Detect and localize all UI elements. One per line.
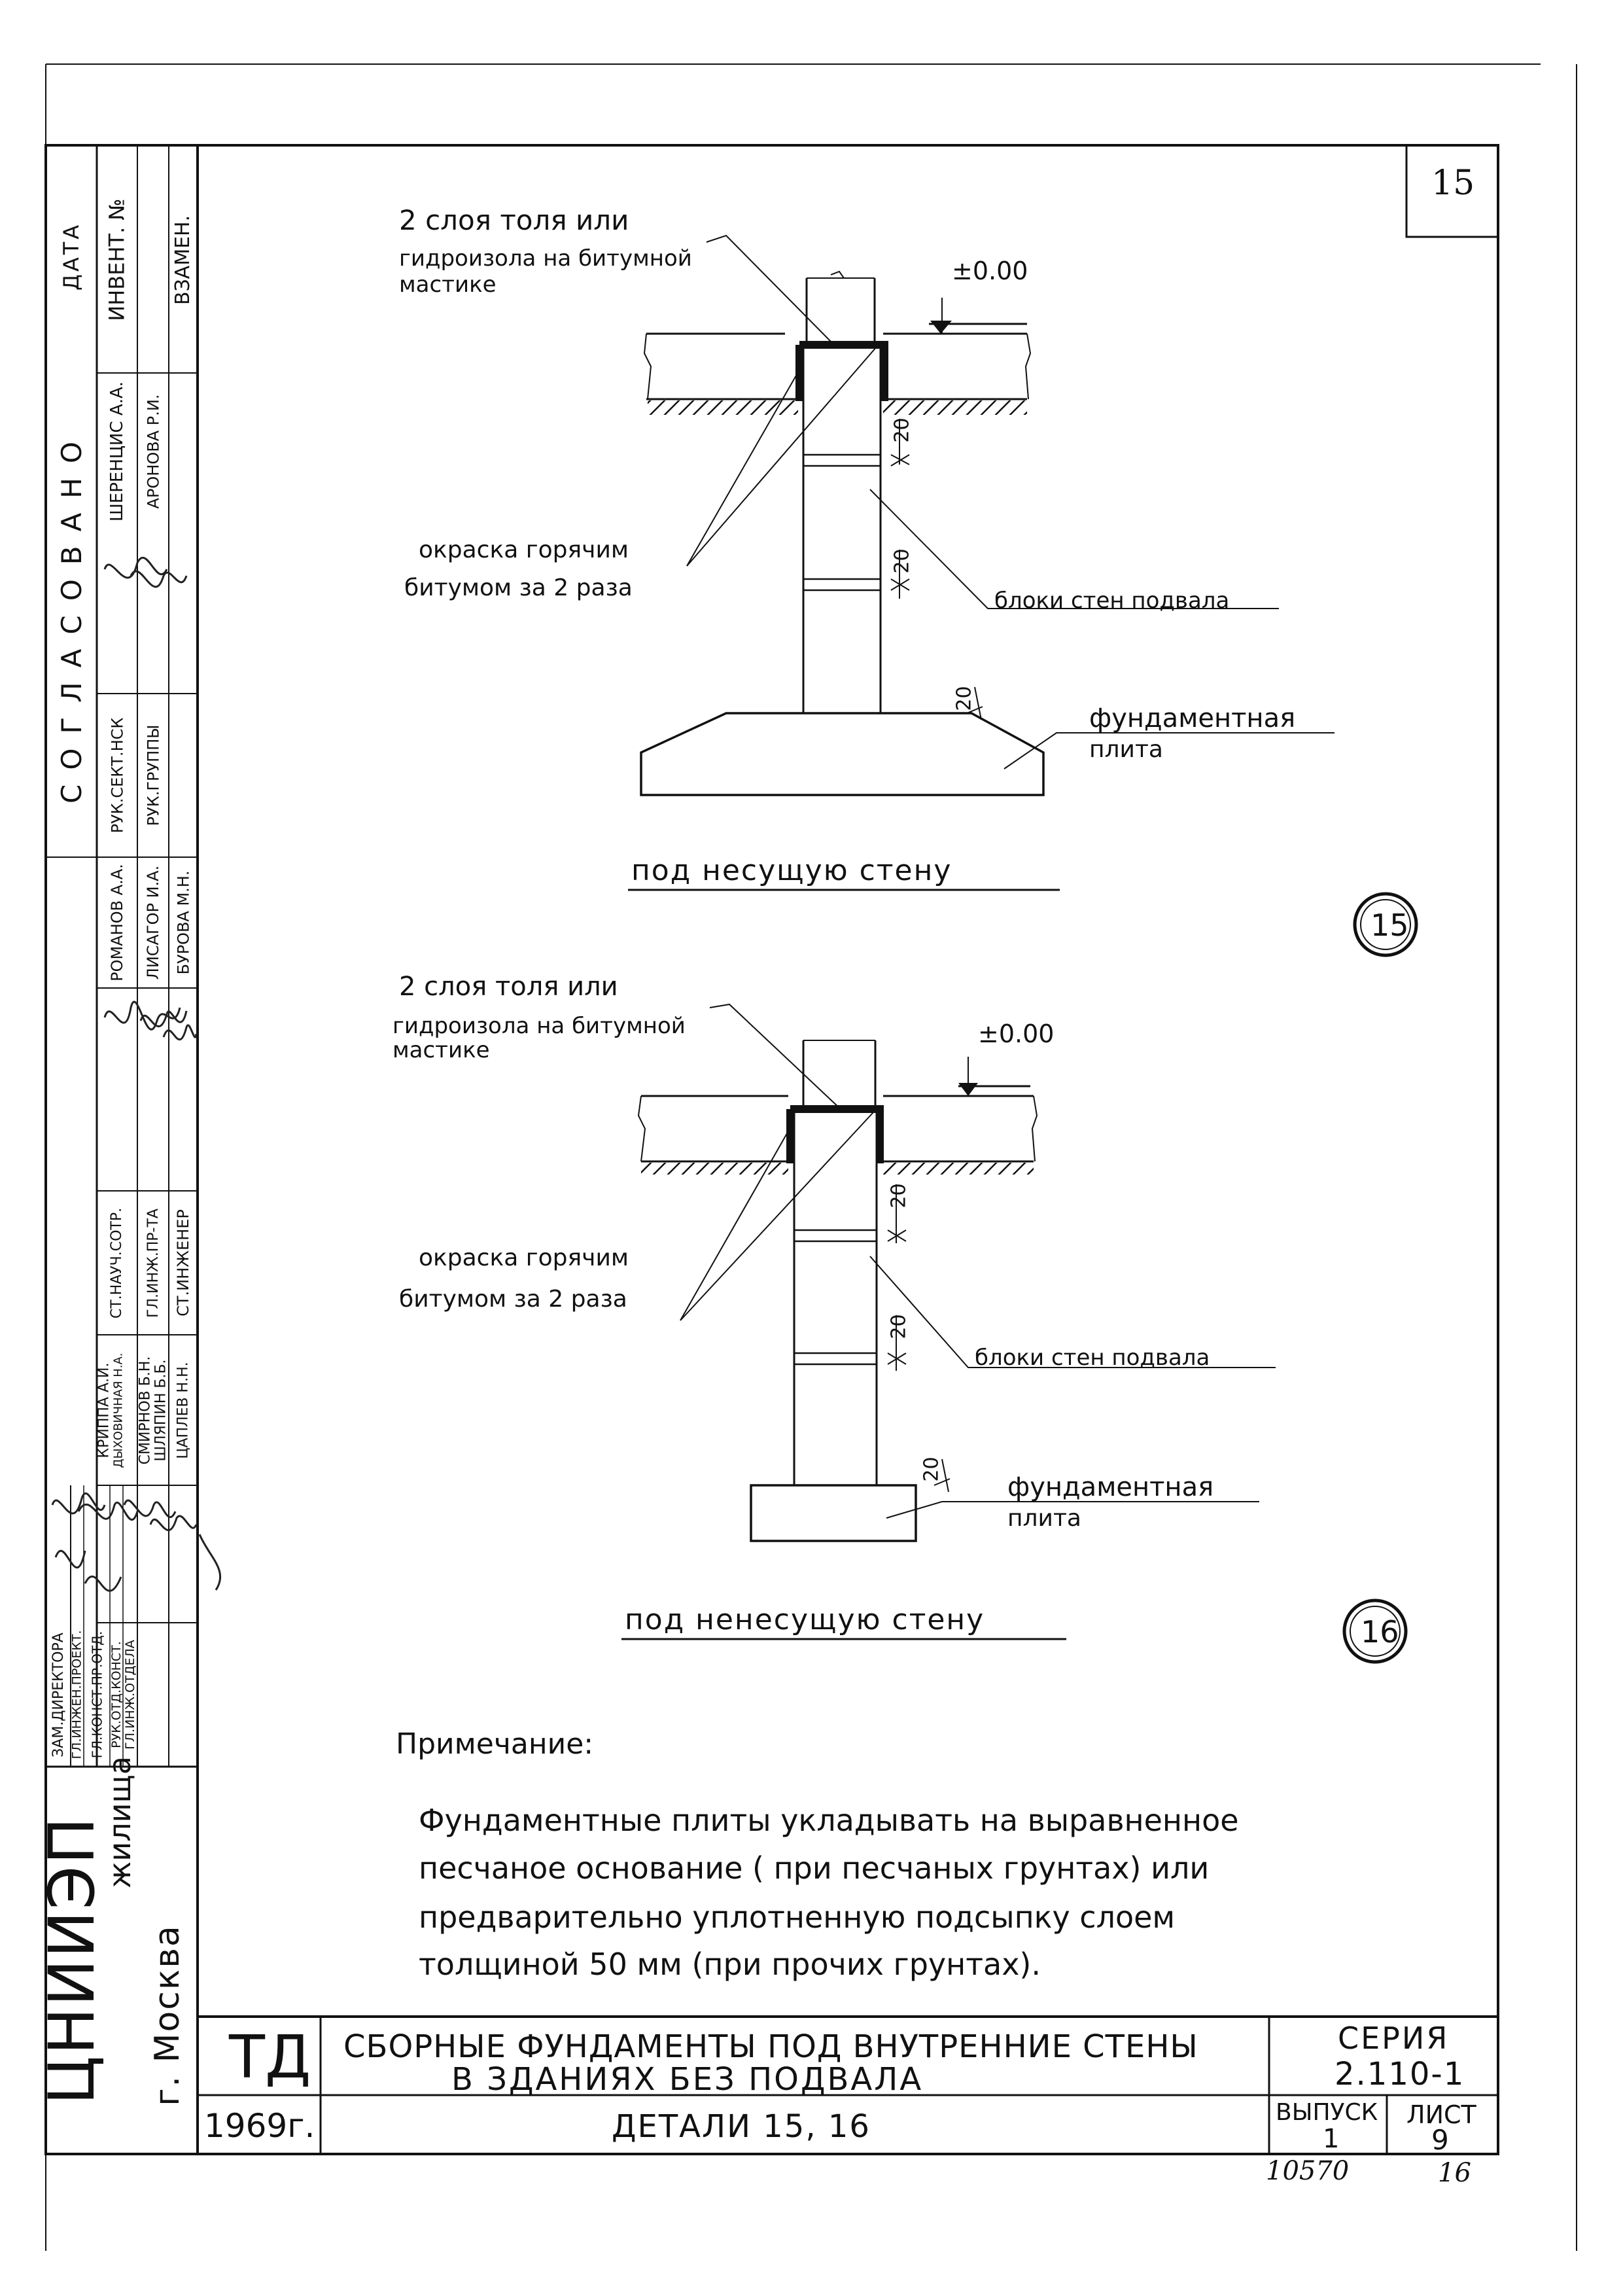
org-suffix-col: жилища	[97, 1756, 143, 1888]
position-2-row-2: ГЛ.ИНЖ.ПР-ТА	[145, 1208, 162, 1318]
issue-value: 1	[1323, 2124, 1340, 2154]
title-line2: В ЗДАНИЯХ БЕЗ ПОДВАЛА	[451, 2061, 924, 2098]
name-2-row-2: ЛИСАГОР И.А.	[144, 865, 162, 980]
title-block-grid	[198, 2015, 1498, 2154]
replace-col: ВЗАМЕН.	[169, 145, 198, 374]
detail16-marker: 16	[1361, 1614, 1399, 1650]
detail16-layers-note-line3: мастике	[393, 1037, 490, 1063]
detail15-layers-note-line1: 2 слоя толя или	[399, 204, 629, 236]
bottom-note-right: 16	[1438, 2158, 1471, 2188]
detail16-slab-line1: фундаментная	[1007, 1472, 1214, 1502]
detail15-paint-line2: битумом за 2 раза	[404, 574, 633, 601]
sheet-value: 9	[1431, 2124, 1449, 2156]
position-3-row-1: РУК.СЕКТ.НСК	[108, 717, 127, 834]
note-line4: толщиной 50 мм (при прочих грунтах).	[419, 1947, 1041, 1982]
note-line1: Фундаментные плиты укладывать на выравне…	[419, 1803, 1239, 1838]
org-suffix: жилища	[102, 1756, 137, 1889]
detail15-caption: под несущую стену	[631, 854, 952, 887]
note-line3: предварительно уплотненную подсыпку слое…	[419, 1899, 1176, 1935]
name-1-row-3: СМИРНОВ Б.Н.	[137, 1356, 154, 1464]
sheet-label: ЛИСТ	[1406, 2100, 1476, 2129]
detail16-level-mark: ±0.00	[978, 1019, 1055, 1048]
detail-16-drawing	[621, 1003, 1408, 1664]
detail16-caption: под ненесущую стену	[625, 1603, 985, 1636]
name-3-row-2: АРОНОВА Р.И.	[144, 394, 163, 509]
handwritten-signatures	[51, 556, 222, 1592]
title-year: 1969г.	[204, 2107, 315, 2145]
agreed-header: СОГЛАСОВАНО	[55, 427, 88, 804]
detail16-dim-mid: 20	[887, 1314, 911, 1339]
position-row-2: ГЛ.ИНЖЕН.ПРОЕКТ.	[70, 1630, 84, 1759]
detail-15-drawing	[628, 234, 1418, 957]
detail15-marker: 15	[1370, 908, 1409, 943]
date-col: ДАТА	[46, 145, 97, 368]
detail16-slab-line2: плита	[1007, 1505, 1081, 1532]
detail15-dim-top: 20	[890, 417, 914, 443]
agreed-header-col: СОГЛАСОВАНО	[46, 366, 97, 864]
issue-label: ВЫПУСК	[1276, 2099, 1378, 2126]
detail16-dim-bottom: 20	[920, 1457, 943, 1482]
position-row-5: ГЛ.ИНЖ.ОТДЕЛА	[123, 1640, 137, 1750]
note-title: Примечание:	[396, 1727, 594, 1761]
org-name-col: ЦНИИЭП	[35, 1767, 109, 2154]
name-1-row-2: ДЫХОВИЧНАЯ Н.А.	[111, 1352, 126, 1468]
name-1-row-4: ШЛЯПИН Б.Б.	[152, 1358, 169, 1462]
position-row-1: ЗАМ.ДИРЕКТОРА	[50, 1632, 67, 1757]
detail15-dim-bottom: 20	[952, 686, 976, 711]
position-row-4: РУК.ОТД.КОНСТ.	[109, 1641, 124, 1748]
title-code: ТД	[229, 2023, 311, 2092]
series-value: 2.110-1	[1335, 2056, 1465, 2093]
name-1-row-5: ЦАПЛЕВ Н.Н.	[175, 1361, 192, 1459]
detail16-dim-top: 20	[887, 1183, 911, 1209]
detail16-layers-note-line1: 2 слоя толя или	[399, 972, 618, 1002]
series-label: СЕРИЯ	[1338, 2021, 1450, 2056]
col-date: ДАТА	[59, 222, 84, 291]
name-3-row-1: ШЕРЕНЦИС А.А.	[107, 381, 128, 522]
detail15-slab-line2: плита	[1089, 736, 1163, 763]
position-2-row-1: СТ.НАУЧ.СОТР.	[109, 1207, 126, 1318]
note-line2: песчаное основание ( при песчаных грунта…	[419, 1850, 1210, 1886]
title-subtitle: ДЕТАЛИ 15, 16	[612, 2108, 871, 2145]
bottom-note-left: 10570	[1266, 2156, 1350, 2186]
detail15-slab-line1: фундаментная	[1089, 703, 1296, 733]
detail15-blocks-label: блоки стен подвала	[994, 588, 1230, 614]
detail15-layers-note-line3: мастике	[399, 272, 497, 298]
name-2-row-3: БУРОВА М.Н.	[174, 870, 193, 975]
col-inv: ИНВЕНТ. №	[105, 198, 130, 321]
detail15-paint-line1: окраска горячим	[419, 537, 629, 563]
name-2-row-1: РОМАНОВ А.А.	[108, 864, 126, 981]
position-row-3: ГЛ.КОНСТ.ПР.ОТД.	[89, 1631, 105, 1759]
title-line1: СБОРНЫЕ ФУНДАМЕНТЫ ПОД ВНУТРЕННИЕ СТЕНЫ	[343, 2028, 1198, 2065]
name-1-row-1: КРИППА А.И.	[96, 1362, 113, 1458]
detail15-level-mark: ±0.00	[952, 256, 1028, 285]
side-block-grid	[46, 145, 199, 1768]
sheet-number-box	[1405, 144, 1499, 238]
detail16-blocks-label: блоки стен подвала	[975, 1345, 1210, 1371]
city-col: г. Москва	[137, 1884, 198, 2146]
detail15-layers-note-line2: гидроизола на битумной	[399, 245, 692, 272]
col-replace: ВЗАМЕН.	[171, 215, 195, 305]
inv-col: ИНВЕНТ. №	[97, 145, 137, 374]
detail15-dim-mid: 20	[890, 548, 914, 574]
detail16-paint-line2: битумом за 2 раза	[399, 1286, 627, 1313]
city: г. Москва	[148, 1924, 188, 2106]
detail16-layers-note-line2: гидроизола на битумной	[393, 1013, 686, 1039]
sheet-number: 15	[1431, 164, 1475, 203]
position-2-row-3: СТ.ИНЖЕНЕР	[174, 1209, 192, 1316]
position-3-row-2: РУК.ГРУППЫ	[144, 724, 162, 826]
detail16-paint-line1: окраска горячим	[419, 1245, 629, 1271]
